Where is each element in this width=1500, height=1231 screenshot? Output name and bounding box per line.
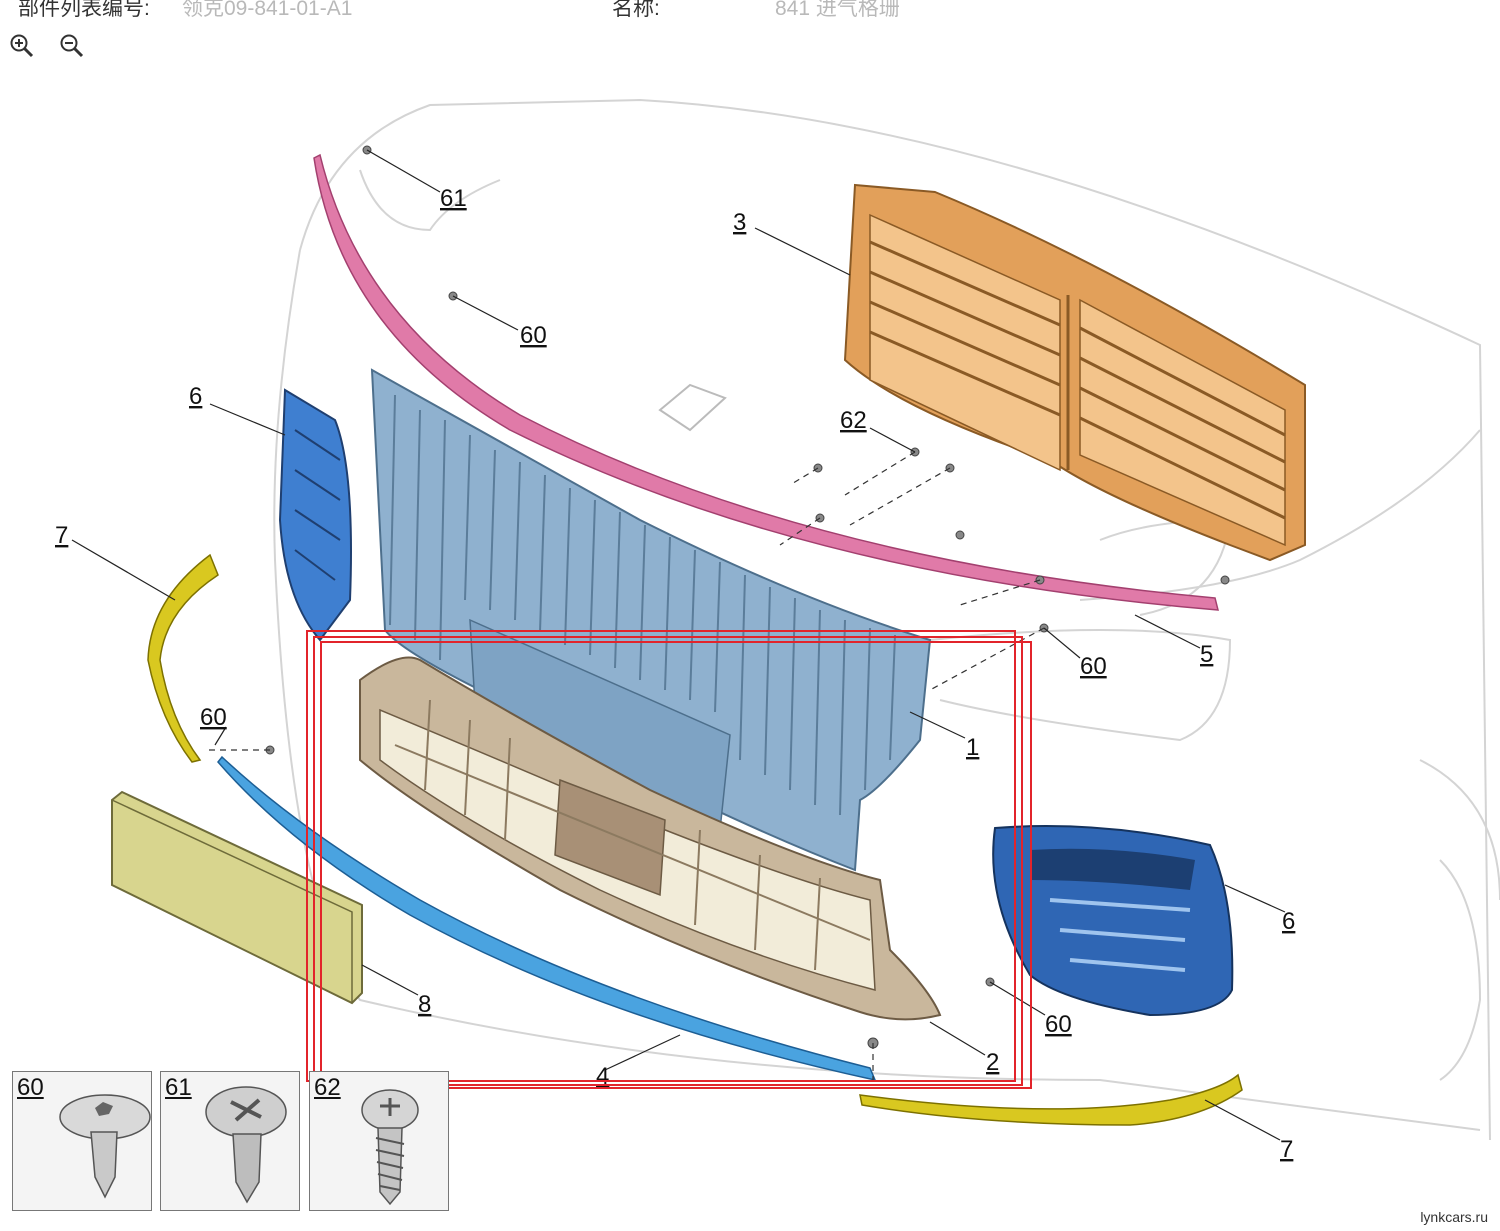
zoom-in-icon (10, 34, 34, 58)
callout-6: 6 (1282, 908, 1295, 935)
callout-3: 3 (733, 209, 746, 236)
watermark-text: lynkcars.ru (1420, 1209, 1488, 1225)
callout-8: 8 (418, 991, 431, 1018)
parts-list-number-label: 部件列表编号: (18, 0, 150, 20)
zoom-in-button[interactable] (8, 32, 36, 60)
part-8-license-plate-bracket (111, 790, 363, 1005)
callout-60: 60 (1080, 653, 1107, 680)
screw-icon (361, 1089, 419, 1206)
callout-62: 62 (840, 407, 867, 434)
part-6-right-side-vent (992, 825, 1234, 1017)
fastener-number: 60 (17, 1074, 44, 1101)
part-5-upper-trim (313, 153, 1219, 611)
callout-2: 2 (986, 1049, 999, 1076)
name-label: 名称: (612, 0, 660, 20)
callout-60: 60 (1045, 1011, 1072, 1038)
part-2-lower-grille (359, 656, 942, 1021)
assembly-guide-lines (205, 451, 1045, 1080)
hood-emblem (658, 383, 727, 432)
callout-6: 6 (189, 383, 202, 410)
parts-list-number-value: 领克09-841-01-A1 (182, 0, 353, 20)
zoom-out-button[interactable] (58, 32, 86, 60)
callout-61: 61 (440, 185, 467, 212)
part-7-left-trim (147, 553, 219, 763)
part-4-lower-trim (217, 755, 877, 1082)
callout-7: 7 (55, 522, 68, 549)
callout-1: 1 (966, 734, 979, 761)
callout-7: 7 (1280, 1136, 1293, 1163)
part-3-air-shutter (843, 183, 1306, 562)
part-6-left-side-vent (278, 388, 352, 642)
fastener-number: 62 (314, 1074, 341, 1101)
callout-60: 60 (200, 704, 227, 731)
fastener-thumbnail-62[interactable]: 62 (309, 1071, 449, 1211)
screw-icon (205, 1086, 287, 1204)
callout-4: 4 (596, 1063, 609, 1090)
fastener-number: 61 (165, 1074, 192, 1101)
callout-60: 60 (520, 322, 547, 349)
callout-leader-lines (71, 149, 1286, 1141)
screw-icon (59, 1094, 151, 1199)
zoom-out-icon (60, 34, 84, 58)
name-value: 841 进气格珊 (775, 0, 900, 20)
callout-5: 5 (1200, 641, 1213, 668)
fastener-thumbnail-60[interactable]: 60 (12, 1071, 152, 1211)
part-7-right-trim (859, 1073, 1243, 1126)
fastener-thumbnail-61[interactable]: 61 (160, 1071, 300, 1211)
